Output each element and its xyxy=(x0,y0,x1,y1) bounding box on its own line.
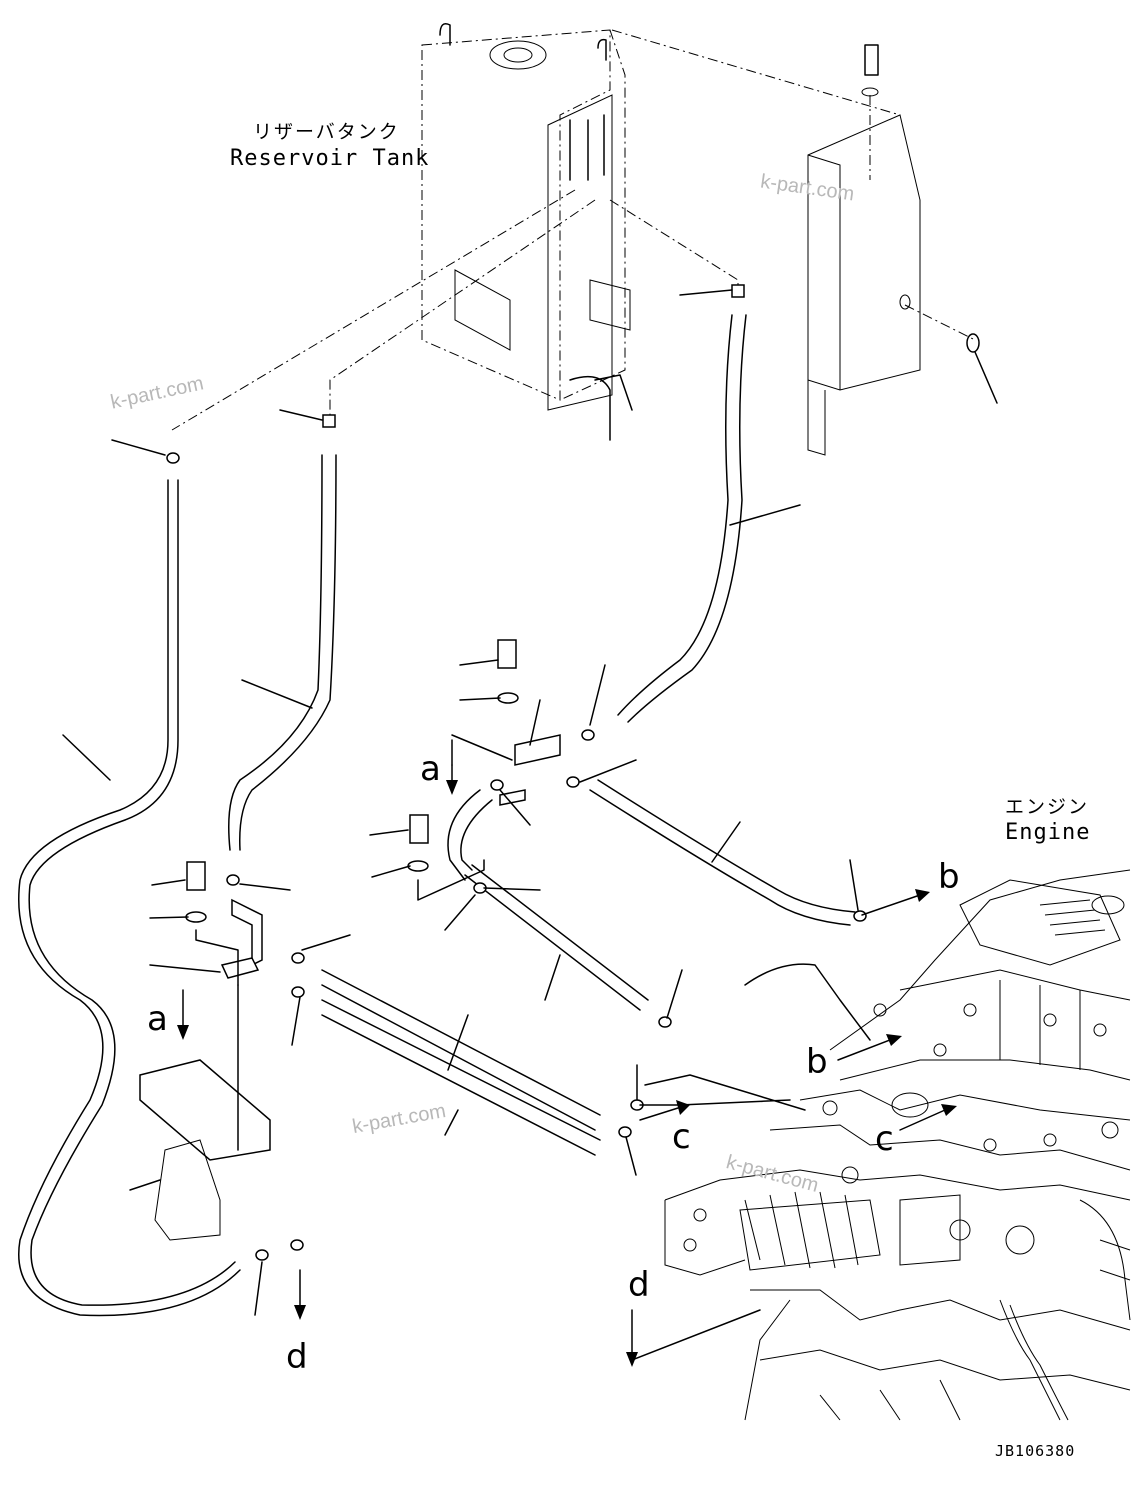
view-arrow-d-engine: d xyxy=(628,1265,650,1305)
view-arrow-d-left: d xyxy=(286,1337,308,1377)
leader-lines-tank xyxy=(171,29,976,431)
engine-label-jp: エンジン xyxy=(1005,796,1090,818)
view-arrow-b-right: b xyxy=(938,857,960,897)
reservoir-tank-label-jp: リザーバタンク xyxy=(253,121,400,143)
view-arrow-a-upper: a xyxy=(420,749,441,789)
cover-plate xyxy=(807,44,980,456)
engine-label-en: Engine xyxy=(1005,820,1091,845)
reservoir-tank-label-en: Reservoir Tank xyxy=(230,146,430,171)
engine-drawing xyxy=(664,869,1131,1421)
callout-leaders xyxy=(62,289,998,1316)
view-arrow-b-engine: b xyxy=(806,1042,828,1082)
reservoir-tank xyxy=(421,23,633,441)
hoses xyxy=(18,314,856,1317)
view-arrow-shapes xyxy=(177,764,957,1367)
view-arrow-a-lower: a xyxy=(147,999,168,1039)
drawing-number: JB106380 xyxy=(995,1442,1076,1460)
brackets xyxy=(139,284,867,1261)
view-arrow-c-engine: c xyxy=(875,1119,894,1159)
view-arrow-c-right: c xyxy=(672,1117,691,1157)
